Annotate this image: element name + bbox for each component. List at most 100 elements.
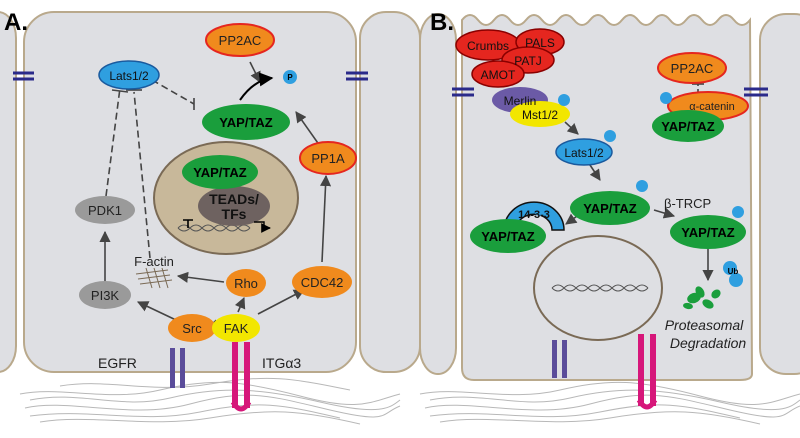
patj-label: PATJ — [514, 54, 542, 68]
edge-rho-factin — [176, 271, 225, 283]
yap-taz-nuclear-label-a: YAP/TAZ — [193, 165, 247, 180]
pp2ac-label-a: PP2AC — [219, 33, 262, 48]
lats-label-b: Lats1/2 — [564, 146, 604, 160]
rho-label: Rho — [234, 276, 258, 291]
pdk1-node — [75, 196, 135, 224]
pp1a-node — [299, 141, 357, 175]
yap-taz-right-label-b: YAP/TAZ — [681, 225, 735, 240]
p1433-label: 14-3-3 — [518, 209, 550, 221]
panel-a-letter: A. — [4, 9, 28, 36]
panel-b-letter: B. — [430, 9, 454, 36]
factin-label: F-actin — [134, 254, 174, 269]
yap-taz-top-node-a — [202, 104, 290, 140]
degradation-label: Degradation — [670, 335, 746, 351]
phospho-label-a: P — [287, 73, 293, 82]
junction-left — [13, 71, 34, 81]
lats-node-a — [98, 60, 160, 90]
src-node — [168, 314, 216, 342]
edge-lats-yap-dashed — [151, 79, 195, 105]
crumbs-label: Crumbs — [467, 39, 509, 53]
yap-taz-right-top-label-b: YAP/TAZ — [661, 119, 715, 134]
edge-src-pi3k — [136, 301, 177, 321]
edge-cdc42-pp1a — [319, 174, 332, 263]
proteasomal-label: Proteasomal — [665, 317, 744, 333]
edge-pdk1-lats-bar — [111, 89, 129, 93]
pi3k-node — [79, 281, 131, 309]
extracellular-matrix — [19, 377, 401, 425]
tfs-label: TFs — [222, 206, 247, 222]
pp2ac-node-a — [205, 23, 275, 57]
lats-node-b — [555, 138, 613, 166]
proteasome-fragments — [683, 286, 721, 310]
p1433-arch — [503, 201, 565, 231]
amot-label: AMOT — [481, 68, 516, 82]
itg-receptor — [230, 342, 252, 412]
pp2ac-node-b — [657, 52, 727, 84]
edge-pp2ac-yap — [249, 61, 261, 84]
amot-node — [471, 60, 525, 88]
cdc42-node — [292, 266, 352, 298]
junction-right — [346, 71, 368, 81]
neighbor-cell-left — [0, 11, 17, 373]
phospho-badge-a — [283, 70, 297, 84]
rho-node — [226, 269, 266, 297]
lats-label-a: Lats1/2 — [109, 69, 149, 83]
yap-taz-center-node-b — [570, 191, 650, 225]
dna-strand-a — [177, 224, 251, 232]
pp1a-label: PP1A — [311, 151, 345, 166]
edge-factin-lats-dashed — [133, 91, 151, 259]
junction-left-b — [452, 87, 474, 97]
f-actin-mesh — [135, 267, 173, 289]
fak-node — [212, 314, 260, 342]
ubiquitin-chain — [723, 261, 743, 287]
yap-taz-right-node-b — [670, 215, 746, 249]
egfr-receptor-b — [552, 340, 567, 378]
src-label: Src — [182, 321, 202, 336]
mst-node — [510, 101, 570, 127]
edge-pdk1-lats-dashed — [105, 87, 121, 197]
ub-label: Ub — [728, 267, 739, 276]
yap-taz-nuclear-node-a — [182, 155, 258, 189]
neighbor-cell-right — [359, 11, 421, 373]
junction-right-b — [744, 87, 768, 97]
egfr-receptor — [170, 348, 185, 388]
edge-fak-rho — [234, 296, 246, 313]
pp2ac-label-b: PP2AC — [671, 61, 714, 76]
neighbor-cell-right-b — [759, 13, 800, 375]
teads-tfs-node — [198, 186, 270, 226]
yap-taz-top-label-a: YAP/TAZ — [219, 115, 273, 130]
btrcp-label: β-TRCP — [664, 196, 711, 211]
itg-receptor-b — [636, 334, 658, 410]
pals-label: PALS — [525, 36, 555, 50]
cdc42-label: CDC42 — [301, 275, 344, 290]
pdk1-label: PDK1 — [88, 203, 122, 218]
yap-taz-right-top-node-b — [652, 110, 724, 142]
dna-strand-b — [551, 284, 649, 292]
inhibit-mark-nucleus — [183, 219, 193, 228]
fak-label: FAK — [224, 321, 249, 336]
yap-taz-center-label-b: YAP/TAZ — [583, 201, 637, 216]
panel-b: B. Crumbs PALS PATJ AMOT Merlin Mst1/2 L… — [419, 9, 800, 425]
acatenin-label: α-catenin — [689, 101, 735, 113]
yap-taz-left-node-b — [470, 219, 546, 253]
merlin-label: Merlin — [504, 94, 537, 108]
edge-fak-cdc42 — [257, 289, 305, 315]
mst-label: Mst1/2 — [522, 108, 558, 122]
neighbor-cell-left-b — [419, 13, 457, 375]
yap-taz-left-label-b: YAP/TAZ — [481, 229, 535, 244]
transcription-arrow — [254, 221, 271, 233]
phospho-badges-b — [534, 92, 744, 218]
edge-yap-btrcp — [653, 207, 676, 219]
egfr-label: EGFR — [98, 355, 137, 371]
itg-label: ITGα3 — [262, 355, 301, 371]
pi3k-label: PI3K — [91, 288, 120, 303]
edge-mst-lats — [564, 121, 579, 135]
extracellular-matrix-b — [419, 381, 800, 425]
nucleus-b — [533, 235, 663, 341]
edge-yap-phospho — [239, 72, 274, 101]
teads-label: TEADs/ — [209, 191, 259, 207]
edges-a — [99, 61, 332, 331]
panel-a: A. PP2AC Lats1/2 YAP/TAZ P YAP/TAZ TEADs… — [0, 9, 421, 425]
